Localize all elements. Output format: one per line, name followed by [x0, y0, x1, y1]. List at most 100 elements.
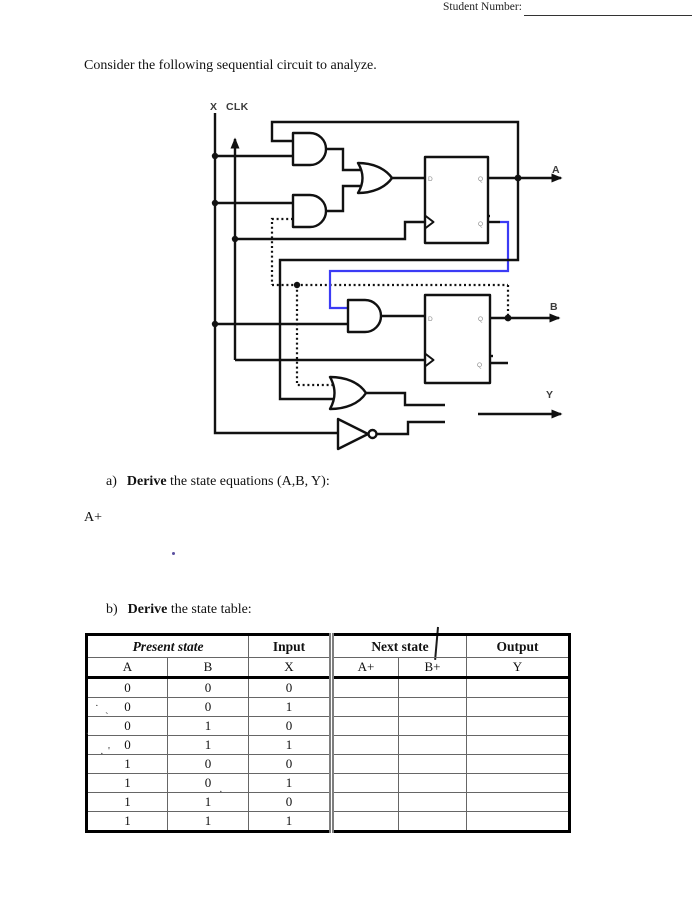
cell: 1	[167, 792, 249, 812]
cell	[329, 677, 399, 698]
cell	[398, 792, 467, 812]
table-row: 1 1 1	[86, 811, 570, 832]
cell	[466, 754, 570, 774]
not-gate	[336, 417, 370, 451]
cell	[329, 716, 399, 736]
cell	[329, 773, 399, 793]
blue-feedback-wire	[328, 220, 510, 310]
section-a-prefix: a)	[106, 474, 117, 489]
ffa-q-label: Q	[478, 176, 483, 183]
section-b-rest: the state table:	[167, 602, 252, 617]
cell	[329, 811, 399, 832]
cell	[398, 716, 467, 736]
clk-label: CLK	[226, 101, 249, 113]
cell	[398, 697, 467, 717]
ffa-d-label: D	[428, 176, 433, 183]
cell: 1	[248, 735, 332, 755]
flip-flop-a	[423, 155, 490, 245]
table-row: 0 1 0	[86, 716, 570, 736]
cell	[466, 677, 570, 698]
cell	[466, 716, 570, 736]
cell: 1	[86, 792, 168, 812]
and-gate-1	[291, 131, 328, 167]
cell: 0	[167, 697, 249, 717]
table-row: 0 0 0	[86, 677, 570, 698]
wire	[326, 147, 362, 172]
student-number-blank-line	[524, 15, 692, 16]
wire	[366, 391, 445, 407]
wire	[326, 184, 362, 213]
cell: 1	[248, 773, 332, 793]
table-row: 0 0 1	[86, 697, 570, 717]
stray-mark: ·	[219, 786, 223, 798]
cell: 1	[167, 735, 249, 755]
table-row: 1 0 0	[86, 754, 570, 774]
header-output: Output	[466, 634, 570, 658]
cell: 0	[248, 754, 332, 774]
cell: 0	[248, 716, 332, 736]
cell	[329, 754, 399, 774]
section-b-prefix: b)	[106, 602, 118, 617]
col-b: B	[167, 657, 249, 679]
header-input: Input	[248, 634, 332, 658]
not-gate-bubble	[367, 428, 378, 440]
section-b-verb: Derive	[127, 602, 168, 617]
stray-mark: '	[108, 745, 110, 757]
output-y-label: Y	[546, 389, 553, 401]
cell: 1	[167, 811, 249, 832]
stray-mark: `	[105, 711, 109, 723]
x-input-wire	[213, 113, 338, 435]
output-a-label: A	[552, 164, 560, 176]
cell: 0	[248, 677, 332, 698]
ffb-d-label: D	[428, 316, 433, 323]
cell	[466, 697, 570, 717]
table-row: 0 1 1	[86, 735, 570, 755]
cell	[329, 697, 399, 717]
or-gate-y	[328, 375, 368, 411]
column-header-row: A B X A+ B+ Y	[86, 657, 570, 679]
col-a: A	[86, 657, 168, 679]
header-present-state: Present state	[86, 634, 249, 658]
cell	[329, 792, 399, 812]
a-feedback-top-wire	[270, 120, 520, 178]
section-b-heading: b) Derive the state table:	[106, 602, 252, 618]
a-feedback-bottom-wire	[278, 178, 520, 401]
cell: 0	[167, 677, 249, 698]
cell	[329, 735, 399, 755]
col-x: X	[248, 657, 332, 679]
clk-to-ffa-wire	[235, 220, 425, 241]
cell: 1	[86, 773, 168, 793]
sequential-circuit-diagram: X CLK A B Y D Q Q D Q Q	[210, 101, 563, 451]
cell: 0	[86, 735, 168, 755]
intro-text: Consider the following sequential circui…	[84, 58, 377, 73]
junction-dots	[211, 152, 522, 328]
col-a-plus: A+	[329, 657, 399, 679]
cell	[398, 773, 467, 793]
stray-mark: .	[86, 725, 89, 737]
cell	[466, 773, 570, 793]
section-a-verb: Derive	[126, 474, 167, 489]
x-label: X	[210, 101, 217, 113]
cell: 0	[248, 792, 332, 812]
circuit-wires	[213, 113, 563, 436]
cell	[466, 735, 570, 755]
dotted-feedback-wires	[270, 217, 510, 387]
state-table: Present state Input Next state Output A …	[85, 633, 571, 833]
cell: 1	[248, 811, 332, 832]
cell: 1	[167, 716, 249, 736]
cell: 1	[248, 697, 332, 717]
ffb-q-label: Q	[478, 316, 483, 323]
wire	[377, 420, 445, 436]
cell	[398, 735, 467, 755]
a-plus-label: A+	[84, 510, 103, 525]
ffa-clock-triangle	[424, 214, 435, 230]
or-gate-da	[356, 161, 394, 195]
cell: 0	[167, 773, 249, 793]
cell	[398, 677, 467, 698]
section-a-heading: a) Derive the state equations (A,B, Y):	[106, 474, 330, 490]
col-y: Y	[466, 657, 570, 679]
ffa-qbar-label: Q	[478, 221, 483, 228]
section-a-rest: the state equations (A,B, Y):	[166, 474, 330, 489]
stray-mark: ·	[95, 700, 99, 712]
cell: 1	[86, 811, 168, 832]
